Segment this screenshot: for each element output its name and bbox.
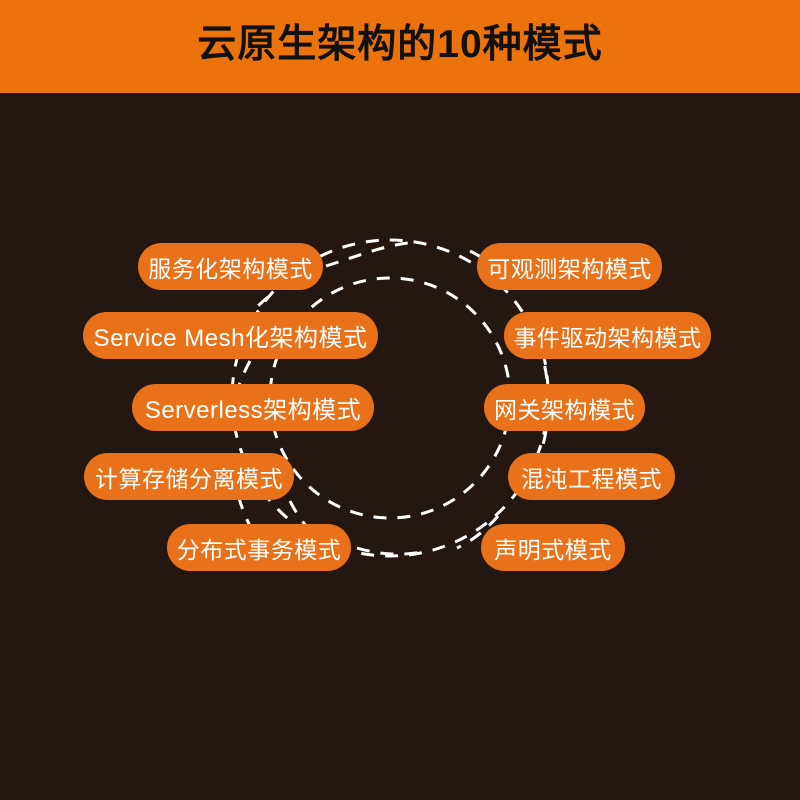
pattern-pill-distributed-transaction[interactable]: 分布式事务模式 (167, 524, 351, 571)
pattern-label: Service Mesh化架构模式 (93, 325, 368, 352)
pattern-pill-servitization[interactable]: 服务化架构模式 (138, 243, 323, 290)
header-bar: 云原生架构的10种模式 (0, 0, 800, 93)
diagram-stage: 服务化架构模式 Service Mesh化架构模式 Serverless架构模式… (0, 93, 800, 800)
pattern-pill-serverless[interactable]: Serverless架构模式 (132, 384, 374, 431)
pattern-label: 可观测架构模式 (487, 255, 652, 282)
pattern-pill-chaos-engineering[interactable]: 混沌工程模式 (508, 453, 675, 500)
pattern-label: 网关架构模式 (494, 396, 635, 423)
pattern-label: Serverless架构模式 (144, 397, 362, 424)
pattern-label: 声明式模式 (494, 536, 612, 563)
page-title: 云原生架构的10种模式 (197, 23, 603, 66)
pattern-label: 事件驱动架构模式 (513, 324, 702, 351)
pattern-pill-observability[interactable]: 可观测架构模式 (477, 243, 662, 290)
pattern-label: 混沌工程模式 (521, 465, 662, 492)
pattern-label: 计算存储分离模式 (95, 465, 283, 492)
pattern-pill-event-driven[interactable]: 事件驱动架构模式 (504, 312, 711, 359)
pattern-pill-declarative[interactable]: 声明式模式 (481, 524, 625, 571)
connector-left-6 (356, 546, 428, 556)
connector-graphics (228, 238, 550, 558)
pattern-pill-gateway[interactable]: 网关架构模式 (484, 384, 645, 431)
pattern-label: 分布式事务模式 (176, 536, 342, 563)
pattern-pill-compute-storage-separation[interactable]: 计算存储分离模式 (84, 453, 294, 500)
connector-left-1 (325, 241, 409, 268)
pattern-label: 服务化架构模式 (148, 255, 313, 282)
pattern-pill-service-mesh[interactable]: Service Mesh化架构模式 (83, 312, 378, 359)
